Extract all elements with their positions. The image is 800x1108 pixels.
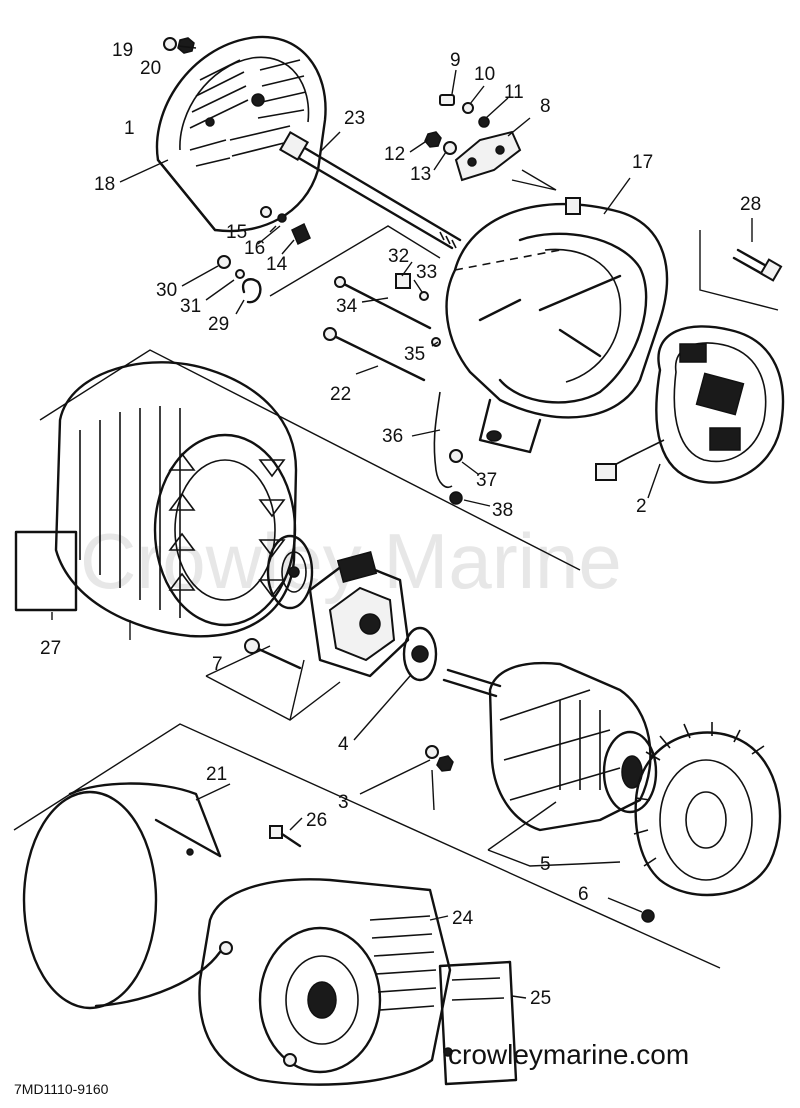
callout-6: 6 [578, 884, 589, 905]
nut-19-20 [163, 37, 195, 54]
callout-37: 37 [476, 470, 497, 491]
callout-14: 14 [266, 254, 288, 275]
callout-16: 16 [244, 238, 265, 259]
callout-1: 1 [124, 118, 135, 139]
callout-4: 4 [338, 734, 349, 755]
callout-13: 13 [410, 164, 431, 185]
callout-28: 28 [740, 194, 761, 215]
cooling-fan [633, 722, 782, 923]
callout-25: 25 [530, 988, 551, 1009]
callout-8: 8 [540, 96, 551, 117]
callout-31: 31 [180, 296, 201, 317]
callout-29: 29 [208, 314, 229, 335]
callout-21: 21 [206, 764, 227, 785]
callout-19: 19 [112, 40, 133, 61]
callout-5: 5 [540, 854, 551, 875]
callout-24: 24 [452, 908, 474, 929]
ground-wire [433, 391, 463, 505]
website-url[interactable]: crowleymarine.com [448, 1039, 689, 1070]
end-cover [198, 878, 452, 1086]
callout-35: 35 [404, 344, 425, 365]
callout-3: 3 [338, 792, 349, 813]
through-bolt-23 [278, 130, 462, 250]
callout-23: 23 [344, 108, 365, 129]
band-cover [22, 782, 222, 1010]
label-plate [14, 530, 78, 612]
fan-cover [155, 35, 327, 233]
callout-2: 2 [636, 496, 647, 517]
bolt-28 [732, 248, 783, 282]
callout-18: 18 [94, 174, 115, 195]
callout-33: 33 [416, 262, 437, 283]
bolts-22-34 [323, 276, 432, 382]
small-hardware [217, 206, 441, 347]
callout-22: 22 [330, 384, 351, 405]
callout-34: 34 [336, 296, 358, 317]
exciter-rotor [308, 551, 438, 682]
bolt-26 [269, 825, 302, 848]
callout-36: 36 [382, 426, 403, 447]
bolt-7 [244, 638, 302, 670]
callout-15: 15 [226, 222, 247, 243]
callout-32: 32 [388, 246, 409, 267]
callout-10: 10 [474, 64, 495, 85]
callout-12: 12 [384, 144, 405, 165]
stator [54, 361, 298, 638]
callout-9: 9 [450, 50, 461, 71]
main-rotor [442, 662, 658, 832]
end-plate [438, 960, 518, 1086]
callout-26: 26 [306, 810, 327, 831]
callout-17: 17 [632, 152, 653, 173]
callout-7: 7 [212, 654, 223, 675]
callout-20: 20 [140, 58, 161, 79]
field-coil-assembly [595, 325, 785, 484]
callout-27: 27 [40, 638, 61, 659]
nuts-3 [425, 745, 454, 772]
drawing-code: 7MD1110-9160 [14, 1081, 109, 1097]
leader-lines [13, 45, 779, 999]
callout-30: 30 [156, 280, 177, 301]
callout-labels: 1 2 3 4 5 6 7 8 9 10 11 12 13 14 15 16 1… [40, 40, 761, 1009]
bearing [266, 534, 314, 610]
generator-housing [445, 197, 669, 454]
callout-38: 38 [492, 500, 513, 521]
callout-11: 11 [504, 82, 524, 103]
brush-holder-assy [424, 94, 522, 182]
